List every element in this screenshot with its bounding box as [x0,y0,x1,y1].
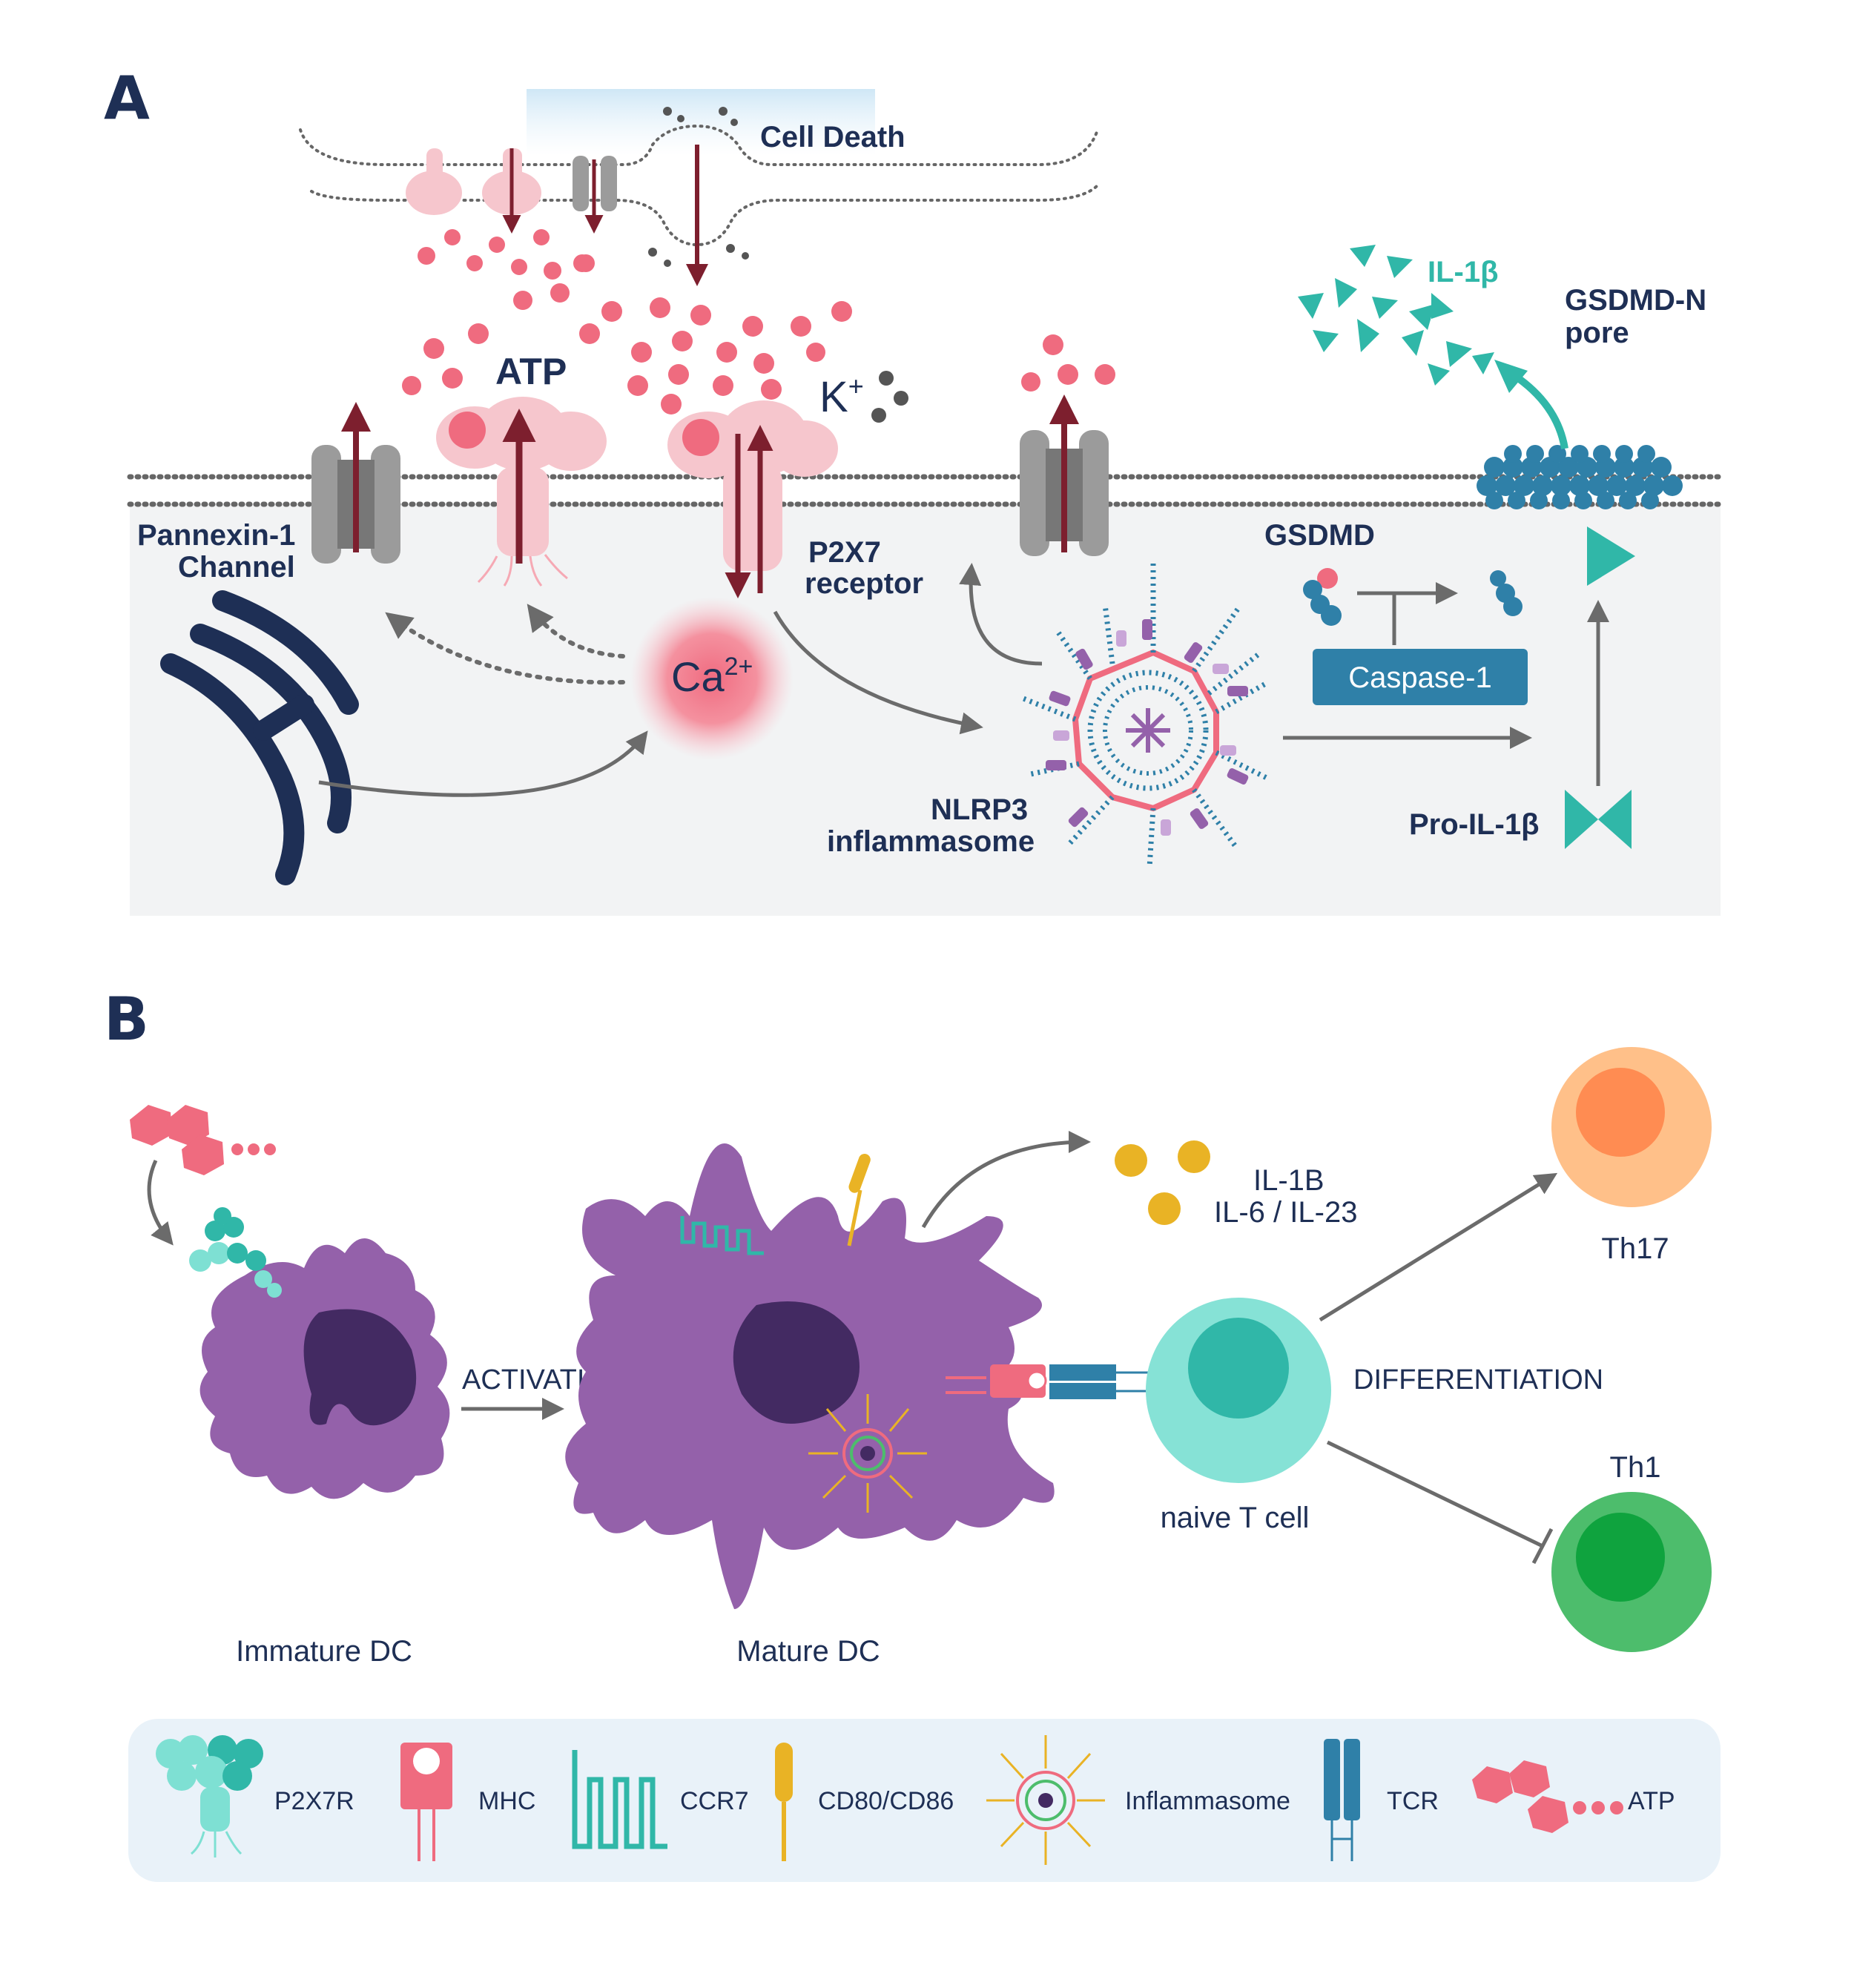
cell-death-label: Cell Death [760,121,905,153]
legend: P2X7R MHC CCR7 CD80/CD86 [128,1719,1721,1882]
gsdmd-n-fragment [1490,570,1523,616]
endoplasmic-reticulum [160,590,359,885]
legend-box [128,1719,1721,1882]
il1b-label: IL-1β [1428,256,1499,288]
naive-t-cell-label: naive T cell [1161,1502,1310,1534]
legend-cd80-label: CD80/CD86 [818,1787,954,1815]
th17-label: Th17 [1601,1232,1669,1265]
th1-cell [1551,1492,1712,1652]
calcium-glow [630,597,794,760]
p2x7-to-nlrp3-arrow [773,610,983,735]
dying-cell-p2x7-2 [482,148,541,234]
pro-il1b [1565,790,1632,849]
panel-a-letter: A [104,64,150,133]
caspase-1-label: Caspase-1 [1348,661,1491,694]
il1b-mature [1587,526,1635,586]
legend-inflammasome-icon [986,1735,1105,1865]
cytokines [1115,1140,1210,1225]
gsdmd-n-pore [1477,445,1683,509]
calcium-label: Ca2+ [671,653,753,700]
p2x7-receptor-left [436,397,607,587]
er-to-ca-arrow [318,730,648,797]
immature-dc-label: Immature DC [236,1635,412,1668]
cytokine-label-il1b: IL-1B [1253,1164,1324,1197]
il1b-release-arrow [1511,371,1568,449]
immature-dc [199,1238,450,1499]
cytokine-label-il6-il23: IL-6 / IL-23 [1214,1196,1357,1229]
dc-p2x7r [189,1207,282,1298]
gsdmd-protein [1303,568,1342,626]
th1-inhibit-bar [1531,1528,1554,1565]
nlrp3-to-pannexin-arrow [959,563,1043,666]
atp-label: ATP [495,351,567,392]
pannexin-channel-right [1020,394,1109,556]
gsdmd-n-label-line1: GSDMD-N [1565,284,1706,317]
panel-a: A Cell Death [104,64,1723,916]
p2x7-receptor-main [667,400,838,598]
k-label: K+ [819,371,864,421]
calcium-label-sup: 2+ [725,653,753,681]
mature-dc-label: Mature DC [736,1635,880,1668]
panel-b: B Immature DC ACTIVATION [104,985,1712,1668]
legend-p2x7r-label: P2X7R [274,1787,354,1815]
mature-dc [565,1143,1055,1609]
il1b-release-arrowhead [1494,360,1528,393]
cytokine-release-arrow [921,1131,1091,1229]
k-ions-death [648,107,749,267]
p2x7-label-line1: P2X7 [808,536,881,569]
legend-p2x7r-icon [156,1735,263,1857]
legend-tcr-icon [1324,1739,1360,1861]
legend-ccr7-icon [572,1750,667,1849]
gsdmd-label: GSDMD [1264,519,1375,552]
nlrp3-label-line2: inflammasome [827,825,1035,858]
legend-mhc-label: MHC [478,1787,535,1815]
cell-interior [130,504,1721,916]
legend-inflammasome-label: Inflammasome [1125,1787,1290,1815]
differentiation-label: DIFFERENTIATION [1353,1364,1603,1396]
to-th1-inhibit [1326,1440,1544,1548]
pannexin-1-channel [311,402,400,564]
cell-death-glow [527,89,875,156]
legend-atp-label: ATP [1628,1787,1675,1815]
th1-label: Th1 [1610,1451,1661,1484]
mature-dc-ccr7 [680,1216,764,1255]
pro-il1b-label: Pro-IL-1β [1409,808,1540,841]
legend-cd80-icon [775,1743,793,1861]
dying-cell-pannexin [573,156,617,234]
gsdmd-n-label-line2: pore [1565,317,1629,349]
k-label-sup: + [848,371,864,401]
to-th17-arrow [1319,1172,1558,1322]
mature-dc-cd80 [847,1154,871,1246]
mature-dc-inflammasome [808,1394,927,1513]
legend-tcr-label: TCR [1387,1787,1439,1815]
k-label-base: K [819,373,848,421]
calcium-label-base: Ca [671,653,725,700]
k-ions [871,371,908,423]
th17-cell [1551,1047,1712,1207]
atp-molecule [130,1105,276,1175]
legend-mhc-icon [400,1743,452,1861]
atp-binding-arrow [147,1159,174,1246]
pannexin-label-line1: Pannexin-1 [137,519,295,552]
legend-ccr7-label: CCR7 [680,1787,749,1815]
pannexin-label-line2: Channel [178,551,295,584]
mhc-tcr-synapse [946,1364,1164,1399]
ca-to-pannexin-arrow [385,612,625,685]
panel-b-letter: B [104,985,149,1054]
p2x7-label-line2: receptor [805,567,923,600]
naive-t-cell [1146,1298,1331,1483]
atp-molecules-extracellular [402,229,1115,415]
nlrp3-label-line1: NLRP3 [931,793,1028,826]
legend-atp-icon [1472,1760,1623,1833]
dying-cell-p2x7-1 [406,148,462,215]
dying-cell-membrane-inner [310,184,1099,247]
nlrp3-inflammasome [1018,564,1270,868]
caspase-1-box [1313,649,1528,705]
il1b-molecules [1298,245,1494,386]
ca-to-p2x7-arrow [527,604,625,658]
